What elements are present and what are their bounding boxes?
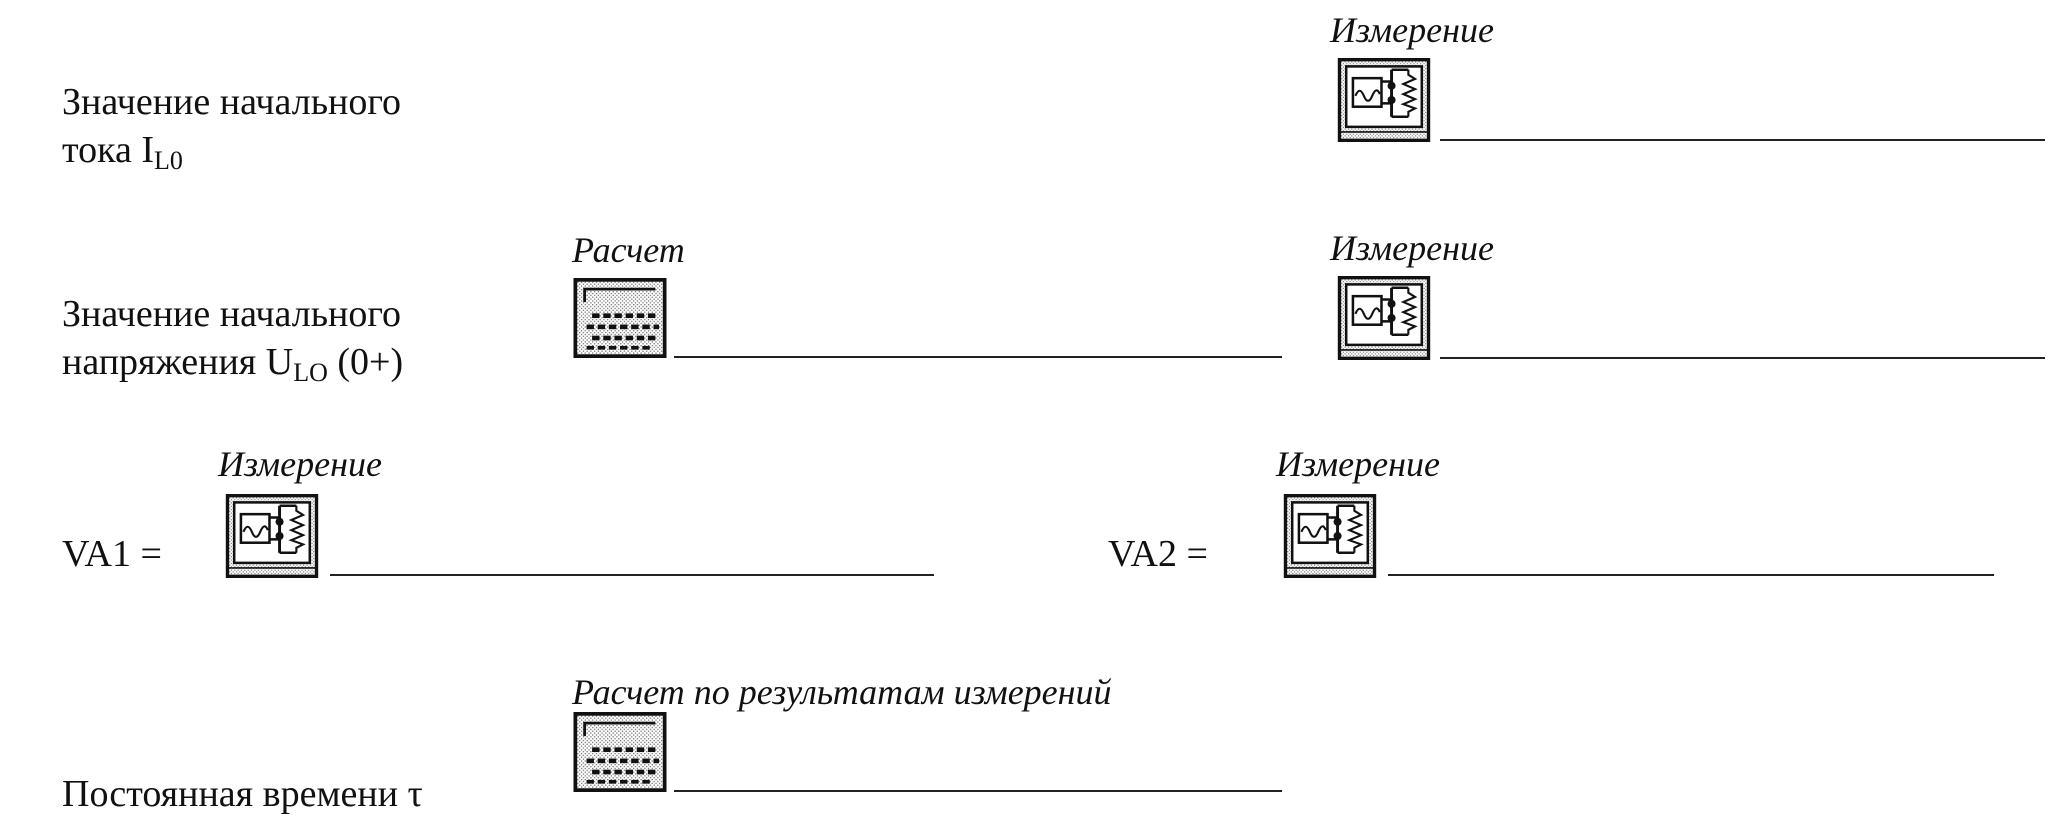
row2-measure-caption: Измерение — [1330, 228, 1494, 268]
va1-answer-line[interactable] — [330, 574, 934, 576]
measurement-instrument-icon[interactable] — [1330, 276, 1438, 360]
row1-label: Значение начального тока IL0 — [62, 78, 401, 185]
time-constant-label: Постоянная времени τ — [62, 773, 423, 815]
row2-calc-answer-line[interactable] — [674, 356, 1282, 358]
row1-label-line1: Значение начального — [62, 81, 401, 123]
row4-calc-answer-line[interactable] — [674, 790, 1282, 792]
row2-measure-answer-line[interactable] — [1440, 357, 2045, 359]
va2-label: VA2 = — [1108, 533, 1208, 575]
calculator-icon[interactable] — [570, 712, 670, 792]
calculator-icon[interactable] — [570, 278, 670, 358]
va1-label: VA1 = — [62, 533, 162, 575]
va1-caption: Измерение — [218, 444, 382, 484]
measurement-instrument-icon[interactable] — [1276, 494, 1384, 578]
row2-label-line2: напряжения ULO (0+) — [62, 341, 404, 387]
measurement-instrument-icon[interactable] — [218, 494, 326, 578]
row1-measure-caption: Измерение — [1330, 10, 1494, 50]
measurement-instrument-icon[interactable] — [1330, 58, 1438, 142]
row1-measure-answer-line[interactable] — [1440, 139, 2045, 141]
row2-calc-caption: Расчет — [572, 230, 685, 270]
va2-answer-line[interactable] — [1388, 574, 1994, 576]
row1-label-line2: тока IL0 — [62, 129, 183, 175]
row2-label-line1: Значение начального — [62, 293, 401, 335]
row4-calc-caption: Расчет по результатам измерений — [572, 672, 1112, 712]
row2-label: Значение начального напряжения ULO (0+) — [62, 290, 403, 397]
va2-caption: Измерение — [1276, 444, 1440, 484]
